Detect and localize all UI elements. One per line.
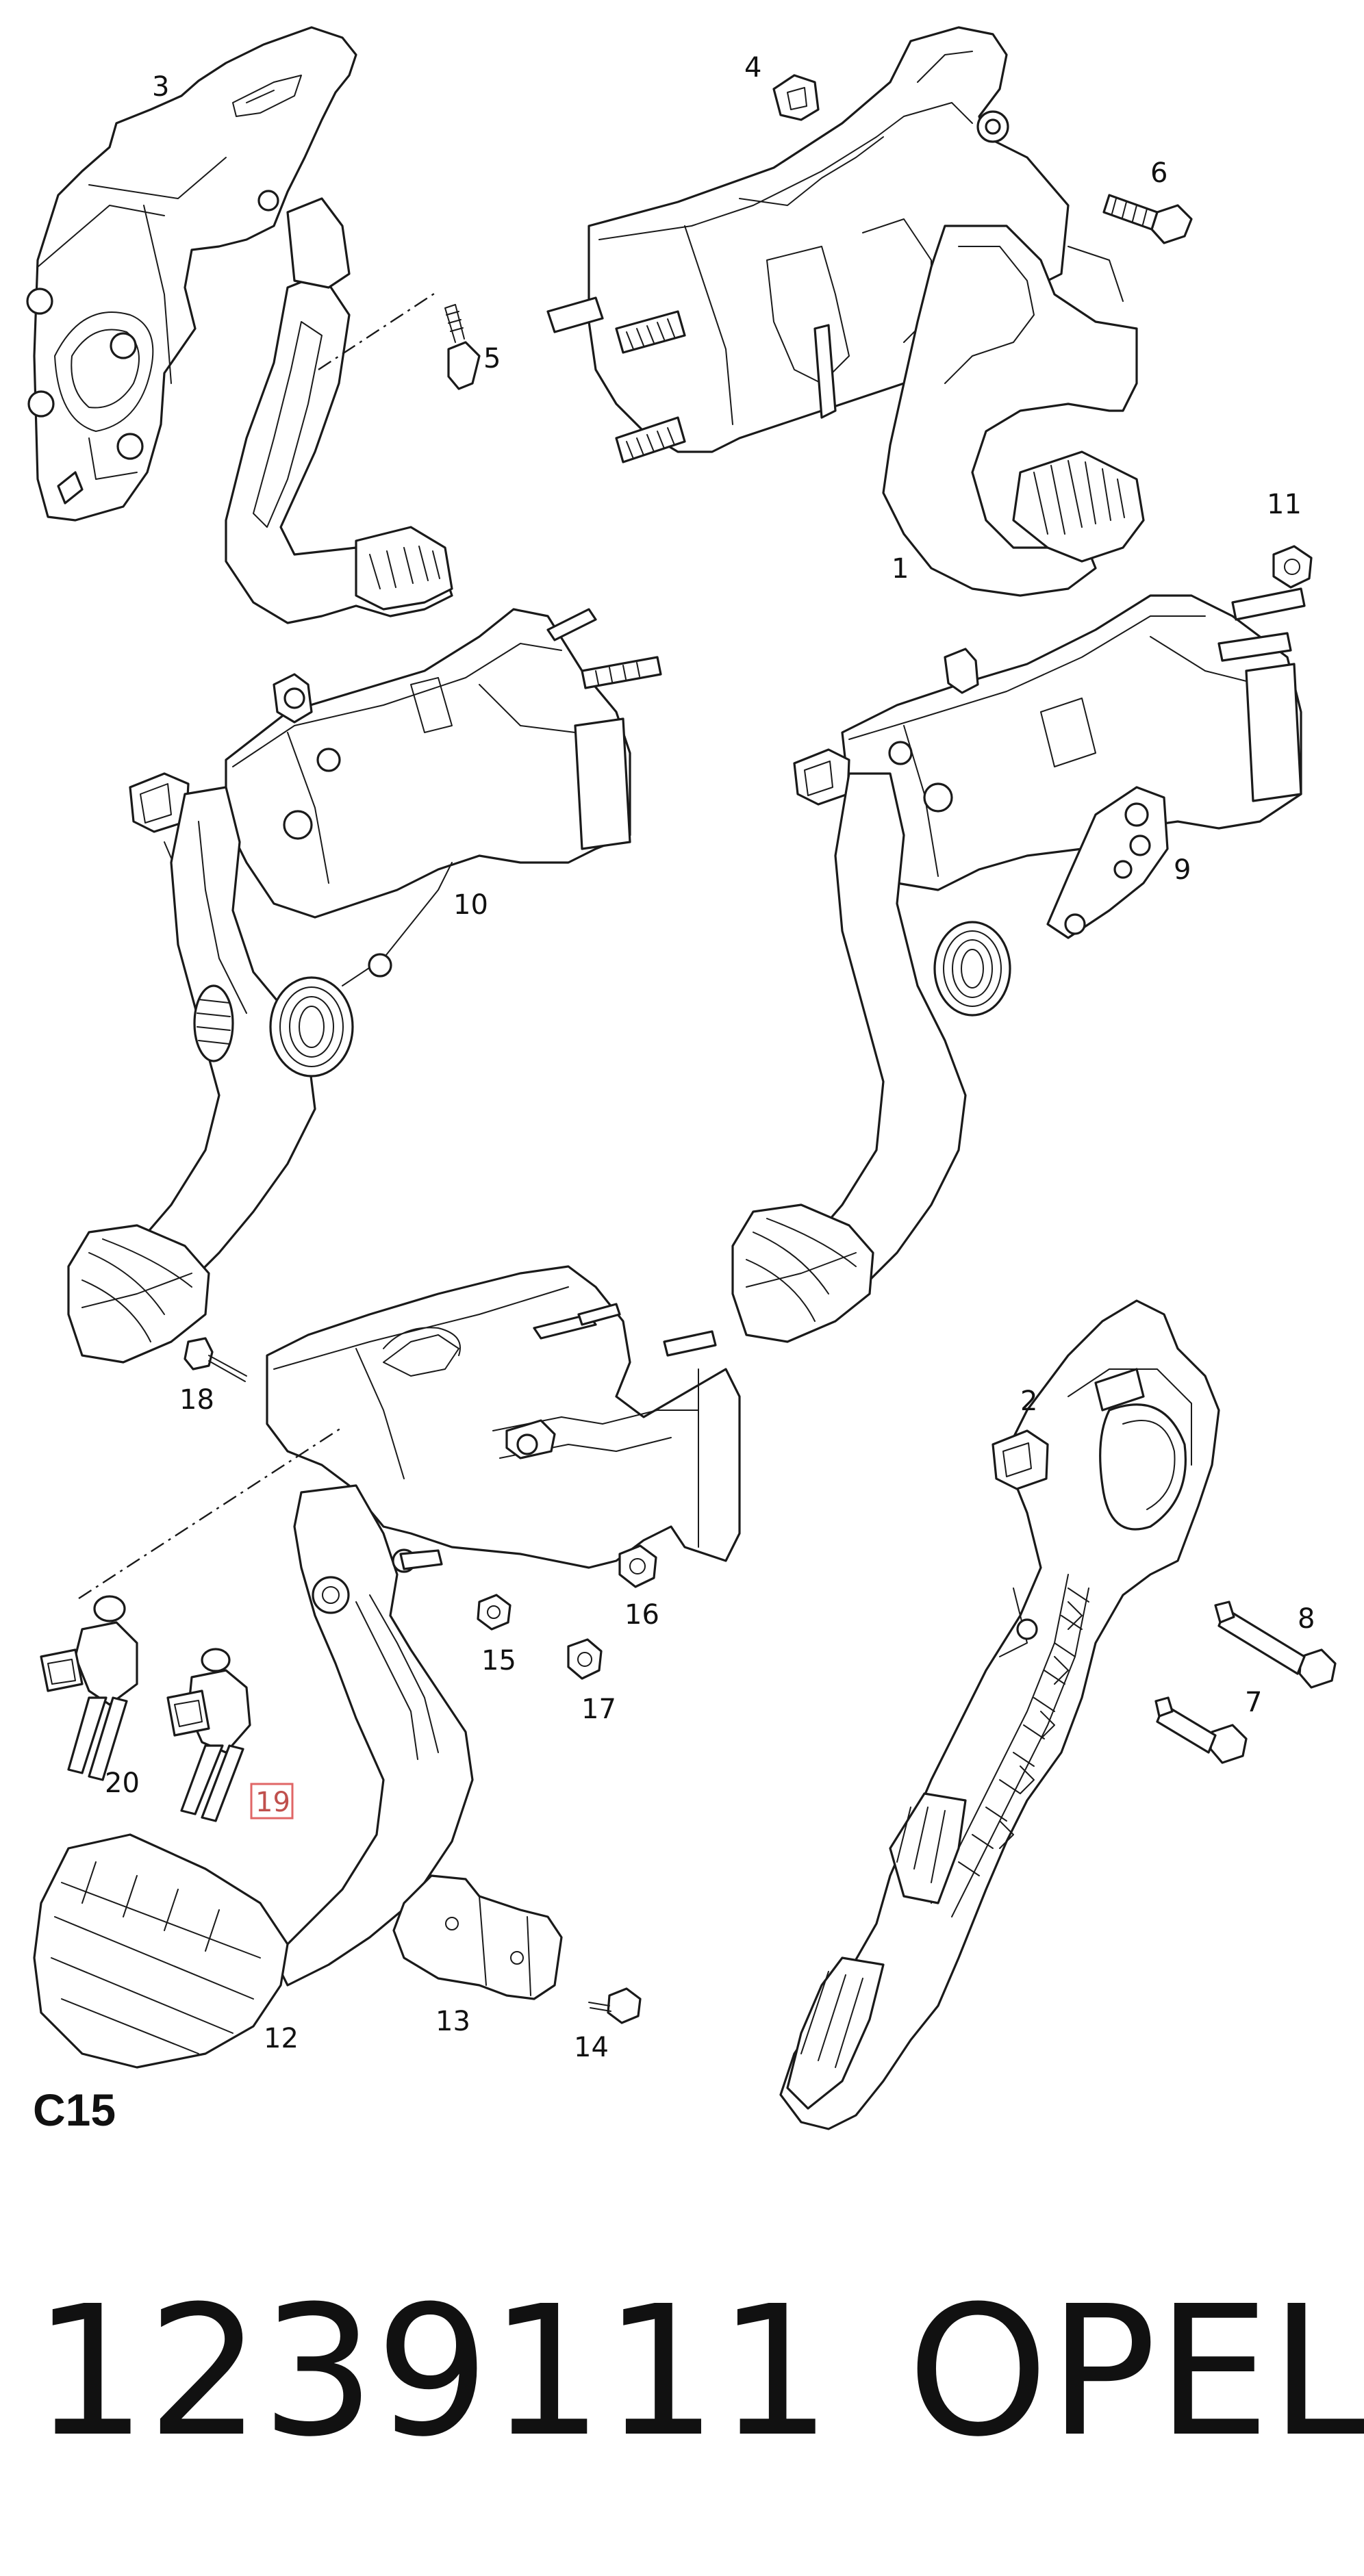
part-18-bolt: [184, 1337, 247, 1382]
callout-12: 12: [264, 2023, 299, 2054]
callout-3: 3: [152, 71, 169, 103]
return-spring: [269, 976, 354, 1077]
callout-9: 9: [1174, 854, 1191, 886]
callout-1: 1: [892, 553, 909, 585]
part-13-bracket: [392, 1874, 563, 2000]
part-4-clip: [772, 74, 820, 121]
part-number: 1239111: [33, 2267, 832, 2476]
part-6-bolt: [1102, 194, 1193, 244]
callout-19-highlighted: 19: [250, 1783, 294, 1820]
part-2-accelerator-pedal: [779, 1299, 1220, 2130]
callout-14: 14: [574, 2032, 609, 2063]
callout-4: 4: [744, 52, 761, 84]
callout-20: 20: [105, 1768, 140, 1799]
callout-5: 5: [483, 343, 501, 374]
callout-11: 11: [1267, 489, 1302, 520]
part-10-pedal-assembly: [67, 608, 662, 1364]
callout-19: 19: [255, 1787, 290, 1818]
part-17-nut: [567, 1638, 603, 1680]
part-9-pedal-assembly: [731, 587, 1306, 1343]
callout-16: 16: [624, 1599, 659, 1631]
callout-15: 15: [481, 1645, 516, 1676]
part-1-pedal-bracket: [546, 26, 1145, 597]
callout-10: 10: [453, 889, 488, 921]
dashed-leader-line: [318, 290, 439, 371]
callout-labels: 1 2 3 4 5 6 7 8 9 10 11 12 13 14 15 16 1…: [105, 52, 1315, 2063]
highlight-box: [250, 1783, 294, 1820]
part-11-nut: [1272, 545, 1313, 589]
part-19-switch: [166, 1648, 251, 1822]
part-5-screw: [444, 304, 481, 390]
part-3-pedal-bracket: [26, 26, 453, 624]
callout-13: 13: [435, 2006, 470, 2037]
callout-6: 6: [1150, 157, 1167, 189]
dashed-leader-line: [78, 1426, 343, 1600]
brand-name: OPEL: [907, 2267, 1364, 2476]
part-16-nut: [618, 1544, 657, 1588]
part-20-switch: [40, 1595, 138, 1781]
callout-18: 18: [179, 1384, 214, 1416]
part-15-nut: [477, 1594, 512, 1631]
callout-17: 17: [581, 1694, 616, 1725]
part-12-pedal-bracket: [33, 1265, 741, 2069]
return-spring: [933, 921, 1011, 1017]
section-code: C15: [33, 2084, 116, 2135]
part-14-bolt: [588, 1987, 642, 2024]
part-8-bolt: [1214, 1601, 1337, 1689]
callout-7: 7: [1245, 1687, 1262, 1718]
part-7-bolt: [1154, 1696, 1248, 1764]
callout-2: 2: [1020, 1386, 1037, 1417]
callout-8: 8: [1298, 1603, 1315, 1635]
